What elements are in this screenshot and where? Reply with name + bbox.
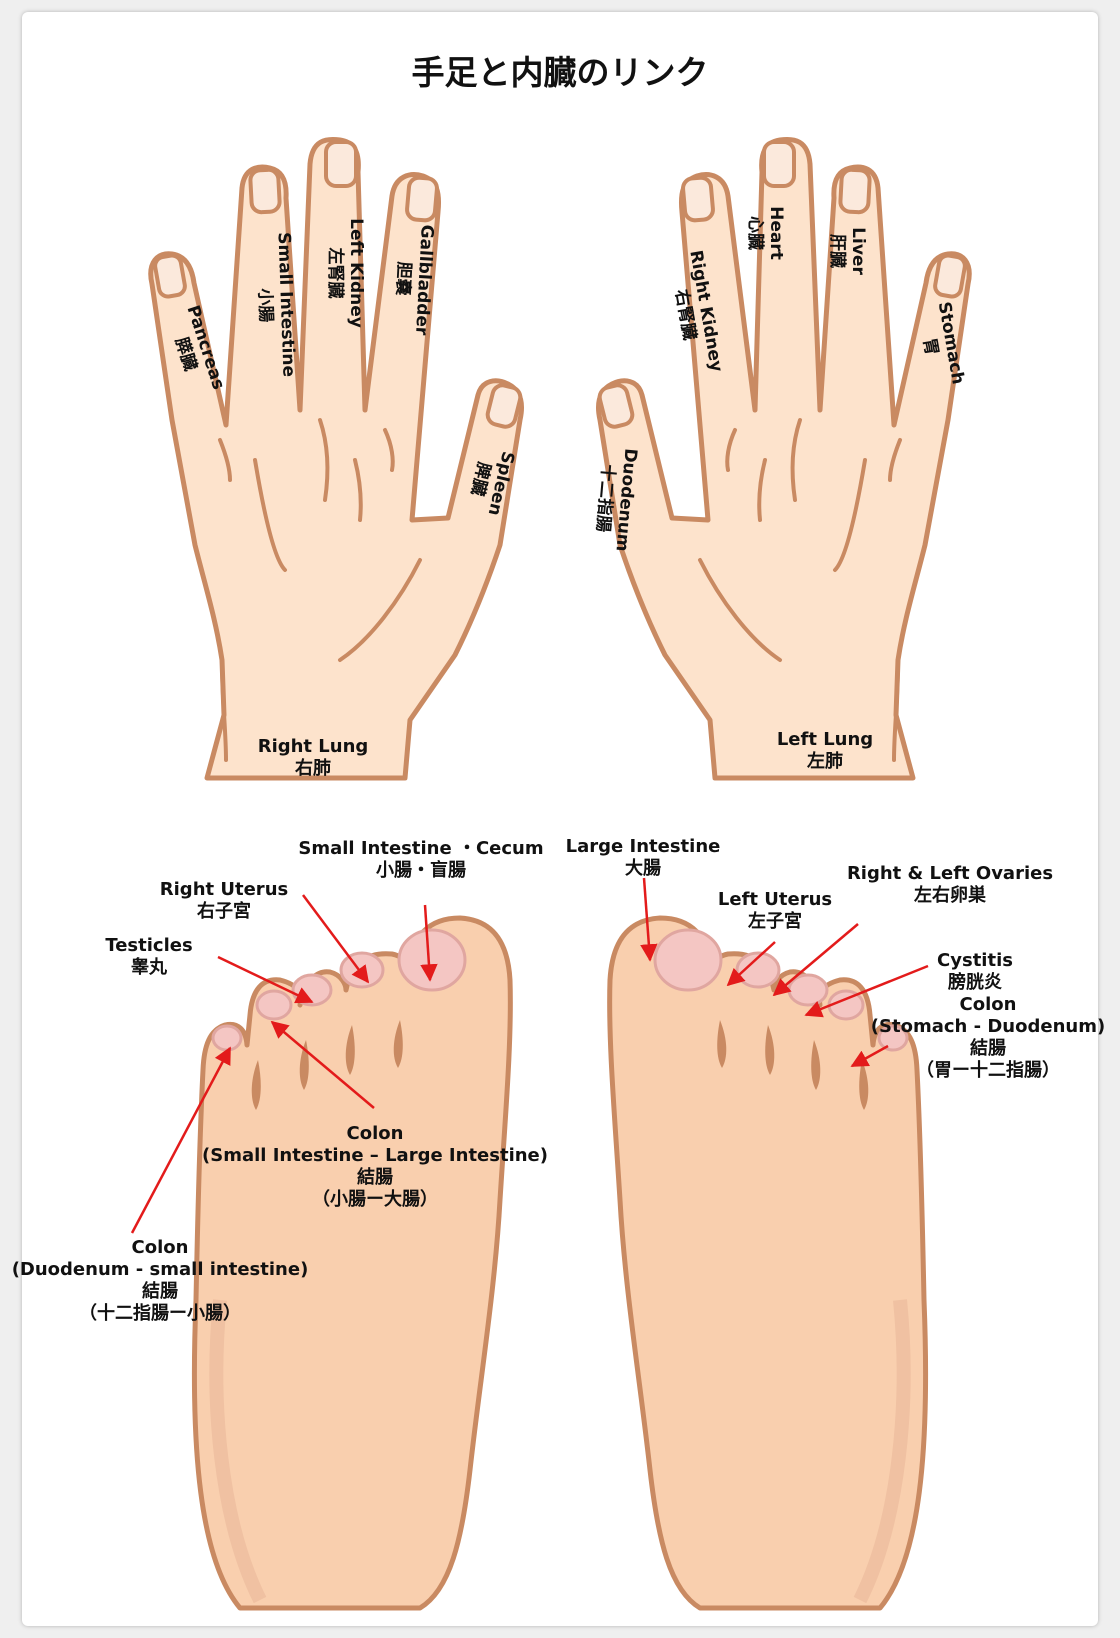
label-colon-st-duo: Colon(Stomach - Duodenum) 結腸（胃ー十二指腸） [871,994,1105,1082]
label-colon-si-li: Colon(Small Intestine – Large Intestine)… [202,1123,548,1211]
page-title: 手足と内臓のリンク [0,46,1120,94]
label-colon-duo-si: Colon(Duodenum - small intestine) 結腸（十二指… [12,1237,309,1325]
arrow-right-uterus [303,895,368,982]
